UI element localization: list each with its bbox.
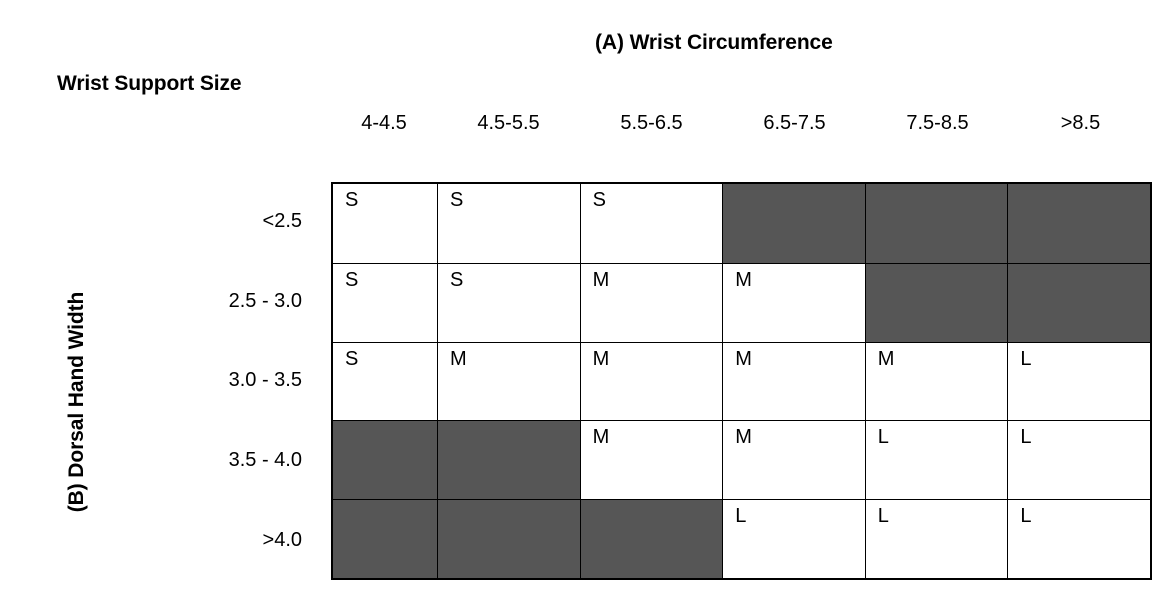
matrix-cell-m: M — [437, 341, 580, 421]
matrix-cell-l: L — [1007, 341, 1150, 421]
matrix-cell-empty — [864, 262, 1008, 342]
row-header: 3.0 - 3.5 — [228, 369, 302, 392]
axis-label-dorsal-hand-width: (B) Dorsal Hand Width — [65, 291, 88, 513]
matrix-cell-empty — [333, 420, 437, 500]
matrix-cell-s: S — [437, 184, 580, 263]
matrix-cell-empty — [437, 420, 580, 500]
matrix-cell-s: S — [333, 341, 437, 421]
matrix-cell-s: S — [437, 262, 580, 342]
chart-title-wrist-circumference: (A) Wrist Circumference — [595, 31, 833, 54]
matrix-cell-empty — [333, 499, 437, 578]
matrix-cell-empty — [1007, 184, 1150, 263]
matrix-cell-s: S — [333, 184, 437, 263]
matrix-cell-m: M — [722, 341, 865, 421]
row-label-column: <2.5 2.5 - 3.0 3.0 - 3.5 3.5 - 4.0 >4.0 — [120, 182, 320, 580]
matrix-cell-m: M — [579, 420, 723, 500]
matrix-cell-l: L — [1007, 499, 1150, 578]
matrix-cell-empty — [1007, 262, 1150, 342]
column-header: 6.5-7.5 — [763, 112, 826, 134]
matrix-cell-s: S — [333, 262, 437, 342]
matrix-cell-m: M — [579, 341, 723, 421]
matrix-cell-m: M — [864, 341, 1008, 421]
matrix-cell-empty — [722, 184, 865, 263]
row-header: <2.5 — [262, 210, 302, 233]
matrix-cell-m: M — [579, 262, 723, 342]
matrix-cell-m: M — [722, 420, 865, 500]
matrix-cell-l: L — [1007, 420, 1150, 500]
column-header: 7.5-8.5 — [906, 112, 969, 134]
row-header: >4.0 — [262, 528, 302, 551]
row-header: 2.5 - 3.0 — [228, 289, 302, 312]
column-header-row: 4-4.5 4.5-5.5 5.5-6.5 6.5-7.5 7.5-8.5 >8.5 — [331, 112, 1152, 135]
column-header: 4-4.5 — [361, 112, 407, 134]
column-header: >8.5 — [1060, 112, 1101, 134]
matrix-cell-m: M — [722, 262, 865, 342]
matrix-cell-l: L — [722, 499, 865, 578]
row-header: 3.5 - 4.0 — [228, 449, 302, 472]
column-header: 5.5-6.5 — [620, 112, 683, 134]
matrix-cell-empty — [864, 184, 1008, 263]
matrix-cell-s: S — [579, 184, 723, 263]
column-header: 4.5-5.5 — [477, 112, 540, 134]
matrix-cell-l: L — [864, 499, 1008, 578]
matrix-cell-empty — [437, 499, 580, 578]
matrix-cell-empty — [579, 499, 723, 578]
legend-title-wrist-support-size: Wrist Support Size — [57, 72, 242, 95]
matrix-cell-l: L — [864, 420, 1008, 500]
